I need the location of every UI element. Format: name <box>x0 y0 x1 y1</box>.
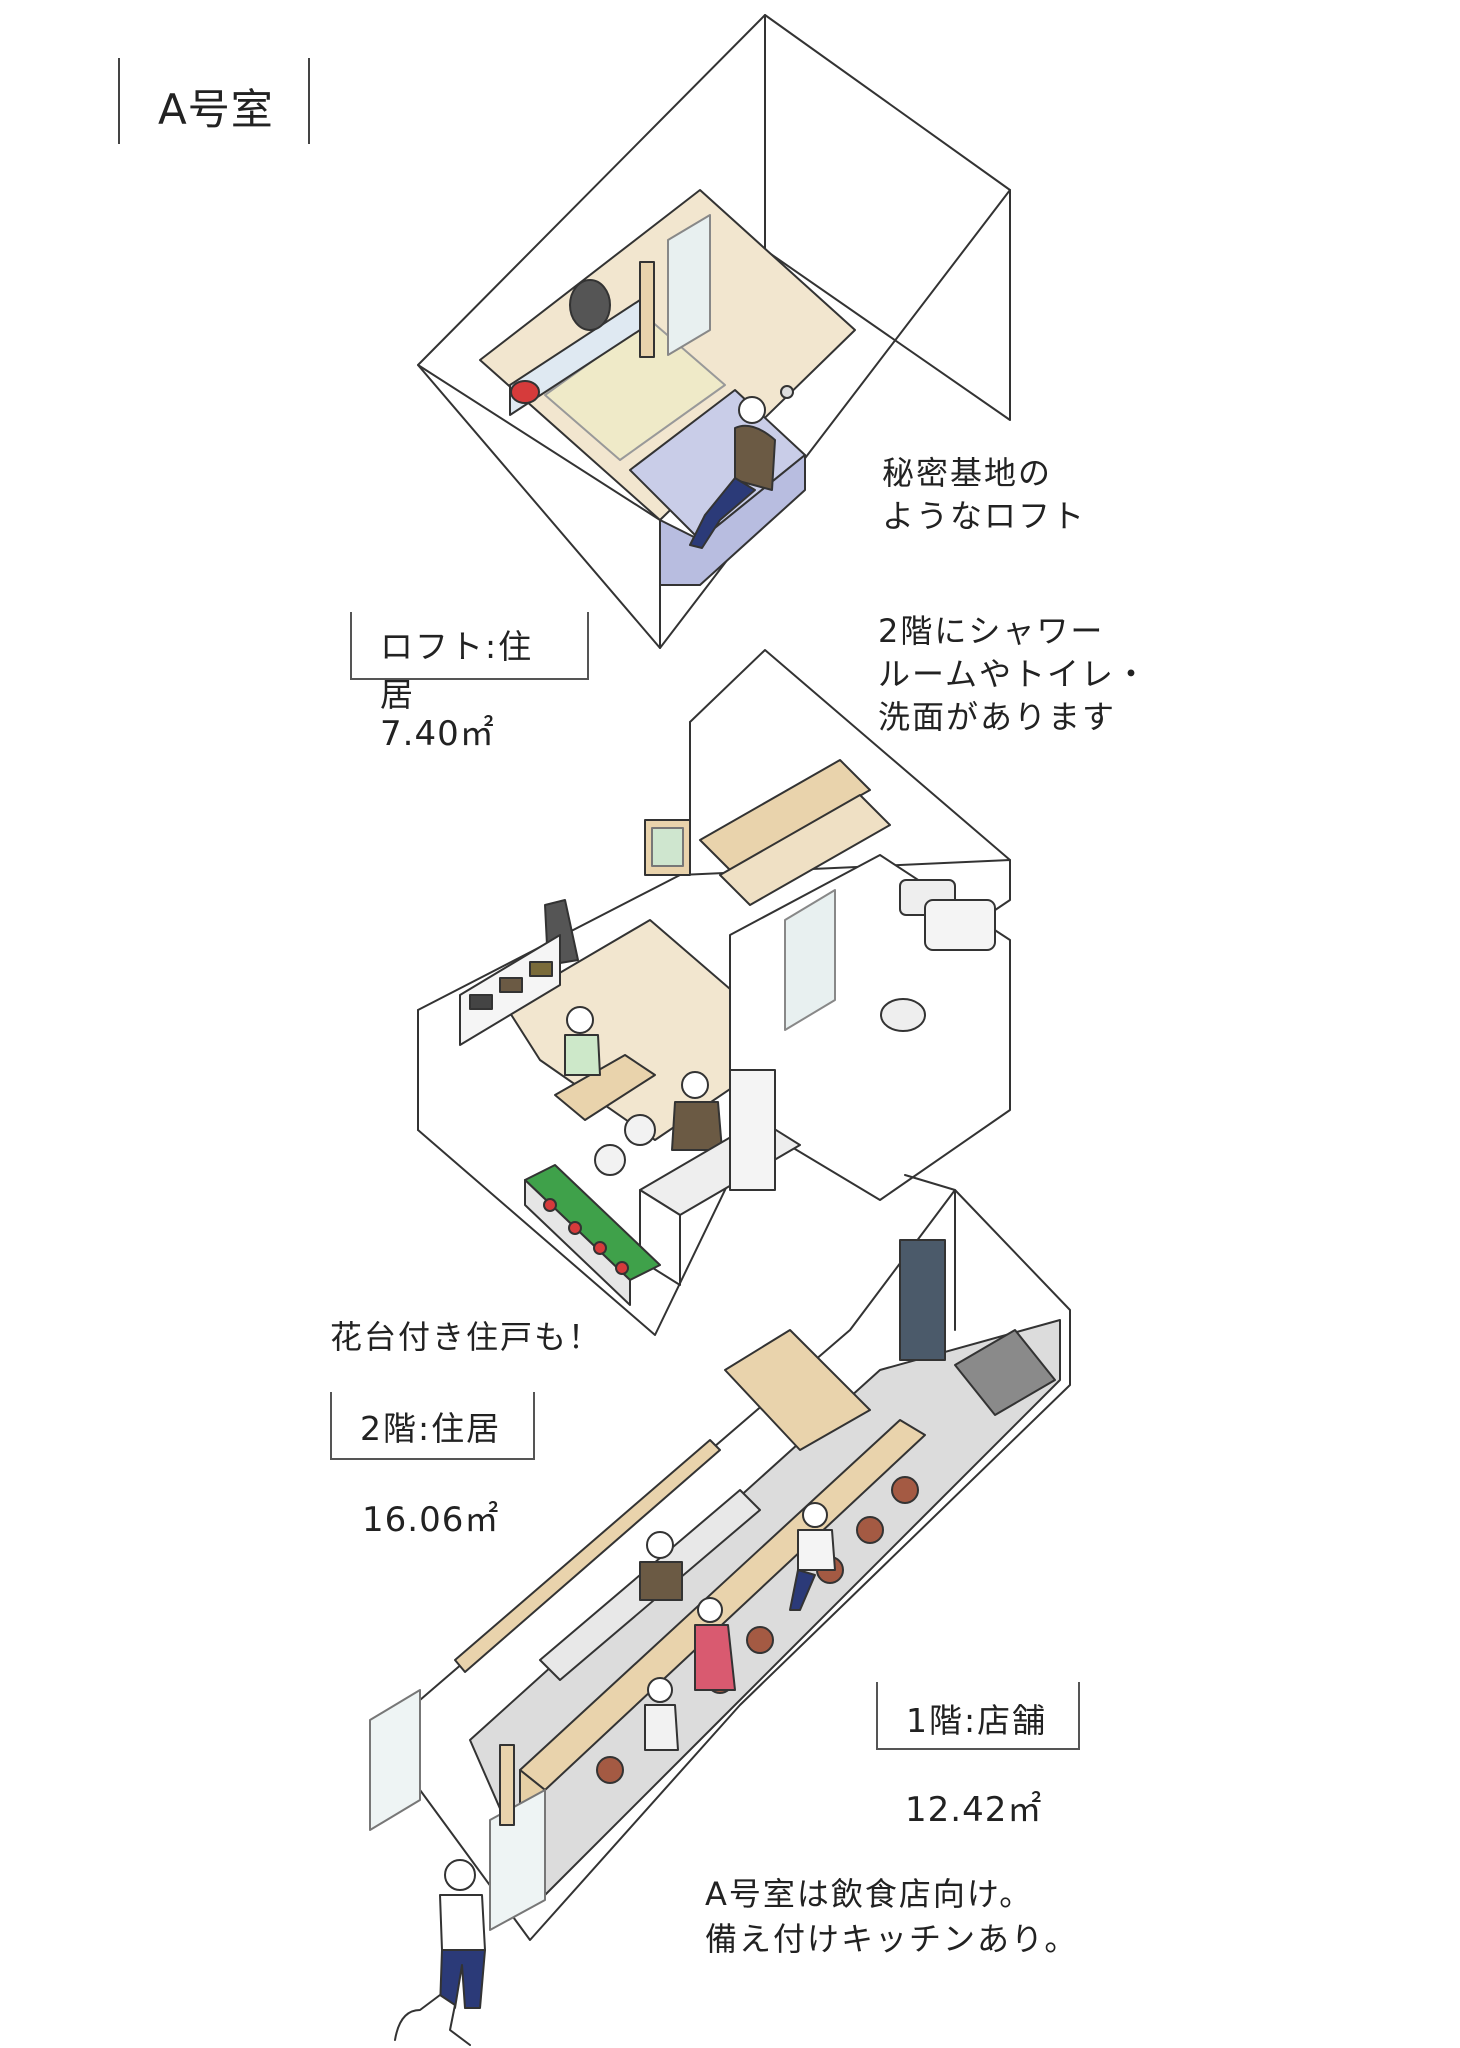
first-floor-label: 1階:店舗 <box>876 1682 1080 1750</box>
shop-note: A号室は飲食店向け。 備え付けキッチンあり。 <box>705 1875 1079 1958</box>
loft-label: ロフト:住居 <box>350 612 589 714</box>
first-floor-label-text: 1階:店舗 <box>906 1701 1048 1740</box>
first-floor-area: 12.42㎡ <box>905 1790 1043 1830</box>
flower-note: 花台付き住戸も！ <box>330 1318 603 1356</box>
loft-note: 秘密基地の ようなロフト <box>882 454 1087 535</box>
second-floor-illustration <box>417 649 1011 1336</box>
second-floor-label: 2階:住居 <box>330 1392 535 1460</box>
first-floor-illustration <box>369 1174 1071 2046</box>
page-title: A号室 <box>158 85 274 134</box>
loft-label-text: ロフト:住居 <box>380 627 534 714</box>
second-floor-note: 2階にシャワー ルームやトイレ・ 洗面があります <box>878 612 1150 736</box>
loft-area: 7.40㎡ <box>380 714 495 754</box>
second-floor-area: 16.06㎡ <box>362 1500 500 1540</box>
title-bracket <box>118 58 310 144</box>
second-floor-label-text: 2階:住居 <box>360 1409 502 1448</box>
loft-illustration <box>417 14 1011 649</box>
